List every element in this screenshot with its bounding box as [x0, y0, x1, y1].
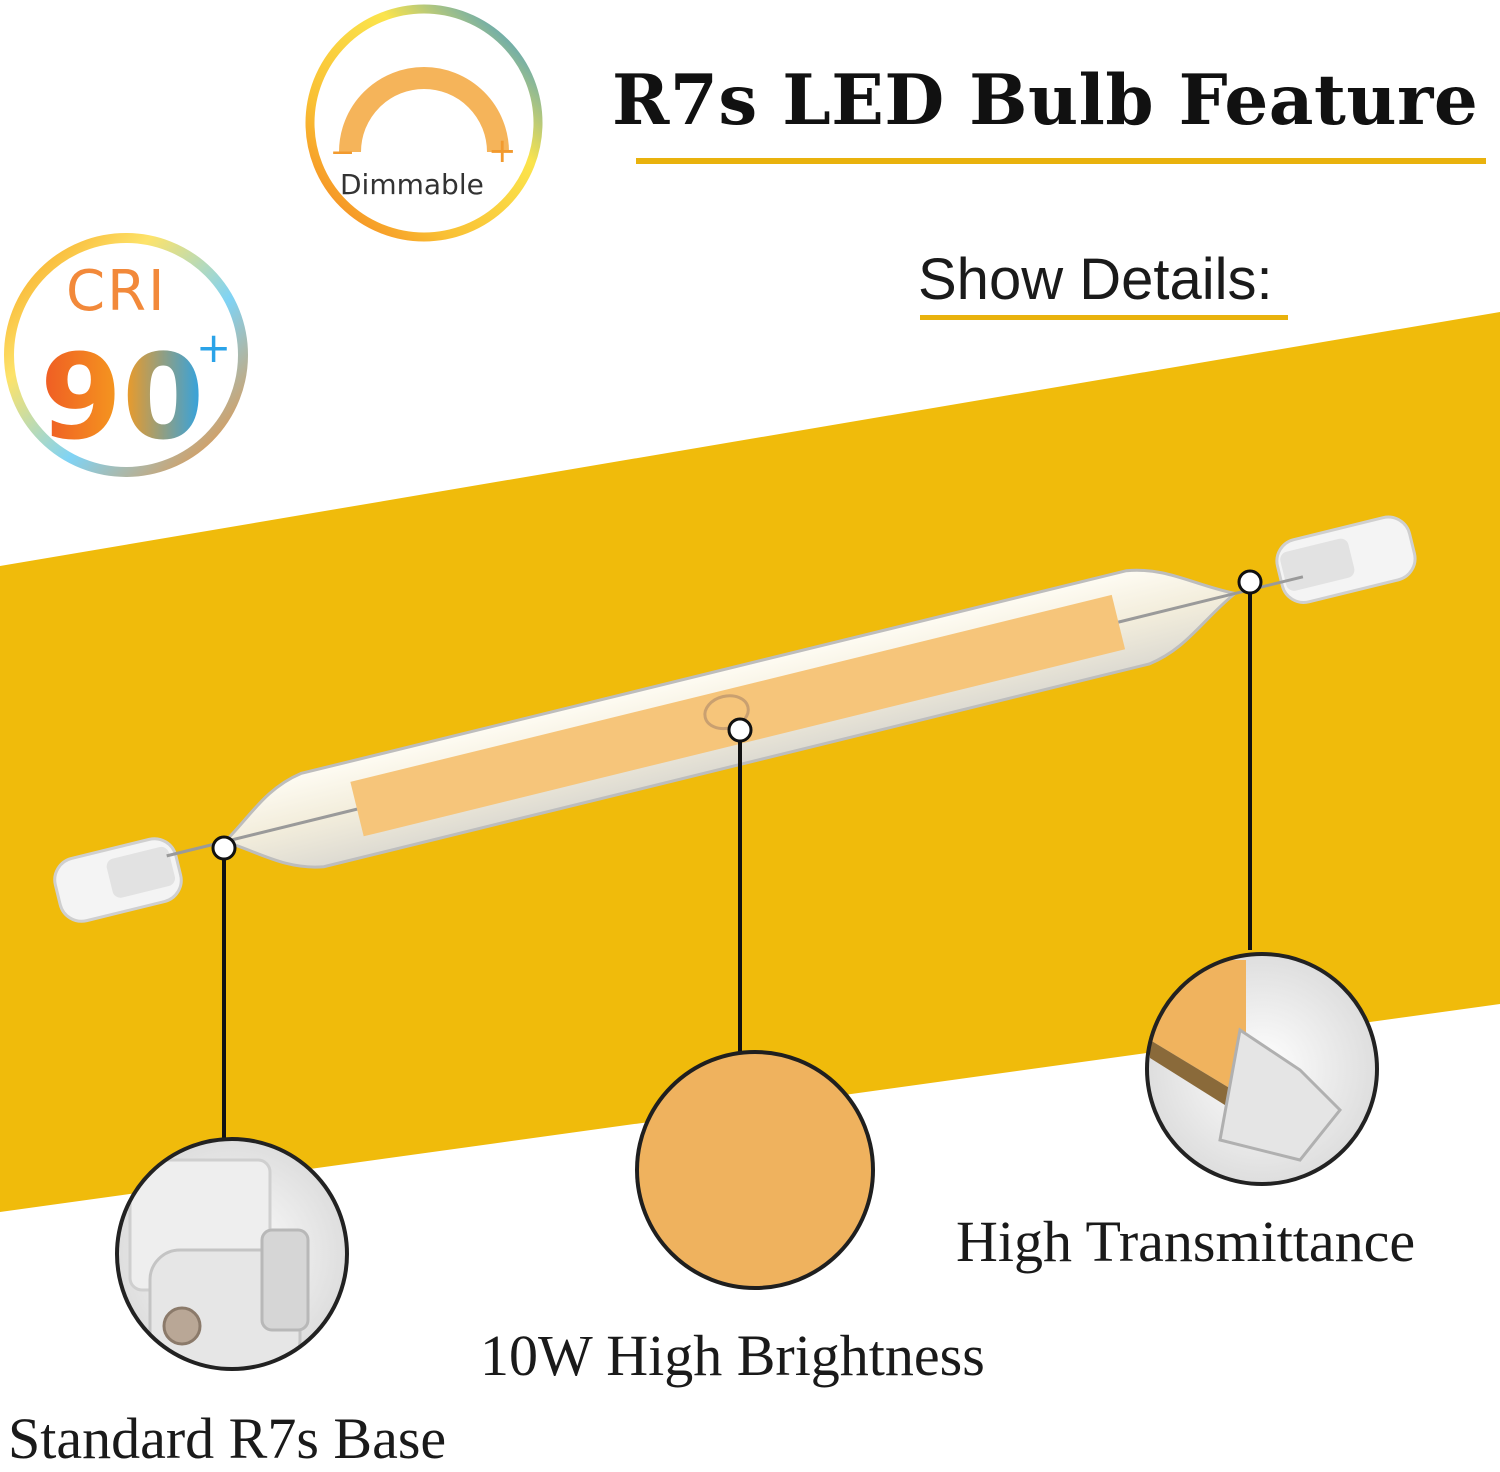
dimmable-plus: +	[488, 131, 517, 171]
caption-high-transmittance: High Transmittance	[956, 1209, 1416, 1274]
led-strip	[350, 594, 1126, 837]
r7s-bulb	[53, 515, 1417, 923]
caption-high-brightness: 10W High Brightness	[480, 1323, 985, 1388]
pointer-dot-transmittance	[1237, 569, 1263, 595]
subtitle-underline	[920, 315, 1288, 320]
zoom-transmittance-image	[1145, 952, 1379, 1186]
title-underline	[636, 158, 1486, 164]
dimmer-arc-icon	[339, 67, 509, 153]
page-title: R7s LED Bulb Feature	[612, 60, 1479, 141]
page-subtitle: Show Details:	[918, 247, 1273, 312]
cri-top-label: CRI	[66, 259, 167, 324]
dimmable-minus: −	[330, 135, 355, 170]
dimmable-badge: − + Dimmable	[305, 4, 543, 242]
caption-standard-base: Standard R7s Base	[8, 1406, 447, 1471]
pointer-dot-brightness	[727, 717, 753, 743]
cri-badge: CRI 90 +	[4, 233, 248, 477]
pointer-dot-base	[211, 835, 237, 861]
zoom-brightness-image	[635, 1050, 875, 1290]
zoom-base-image	[115, 1137, 349, 1371]
callout-pointers	[211, 569, 1263, 1150]
cri-plus: +	[196, 323, 231, 372]
cri-value: 90	[40, 328, 204, 466]
dimmable-label: Dimmable	[340, 168, 484, 201]
